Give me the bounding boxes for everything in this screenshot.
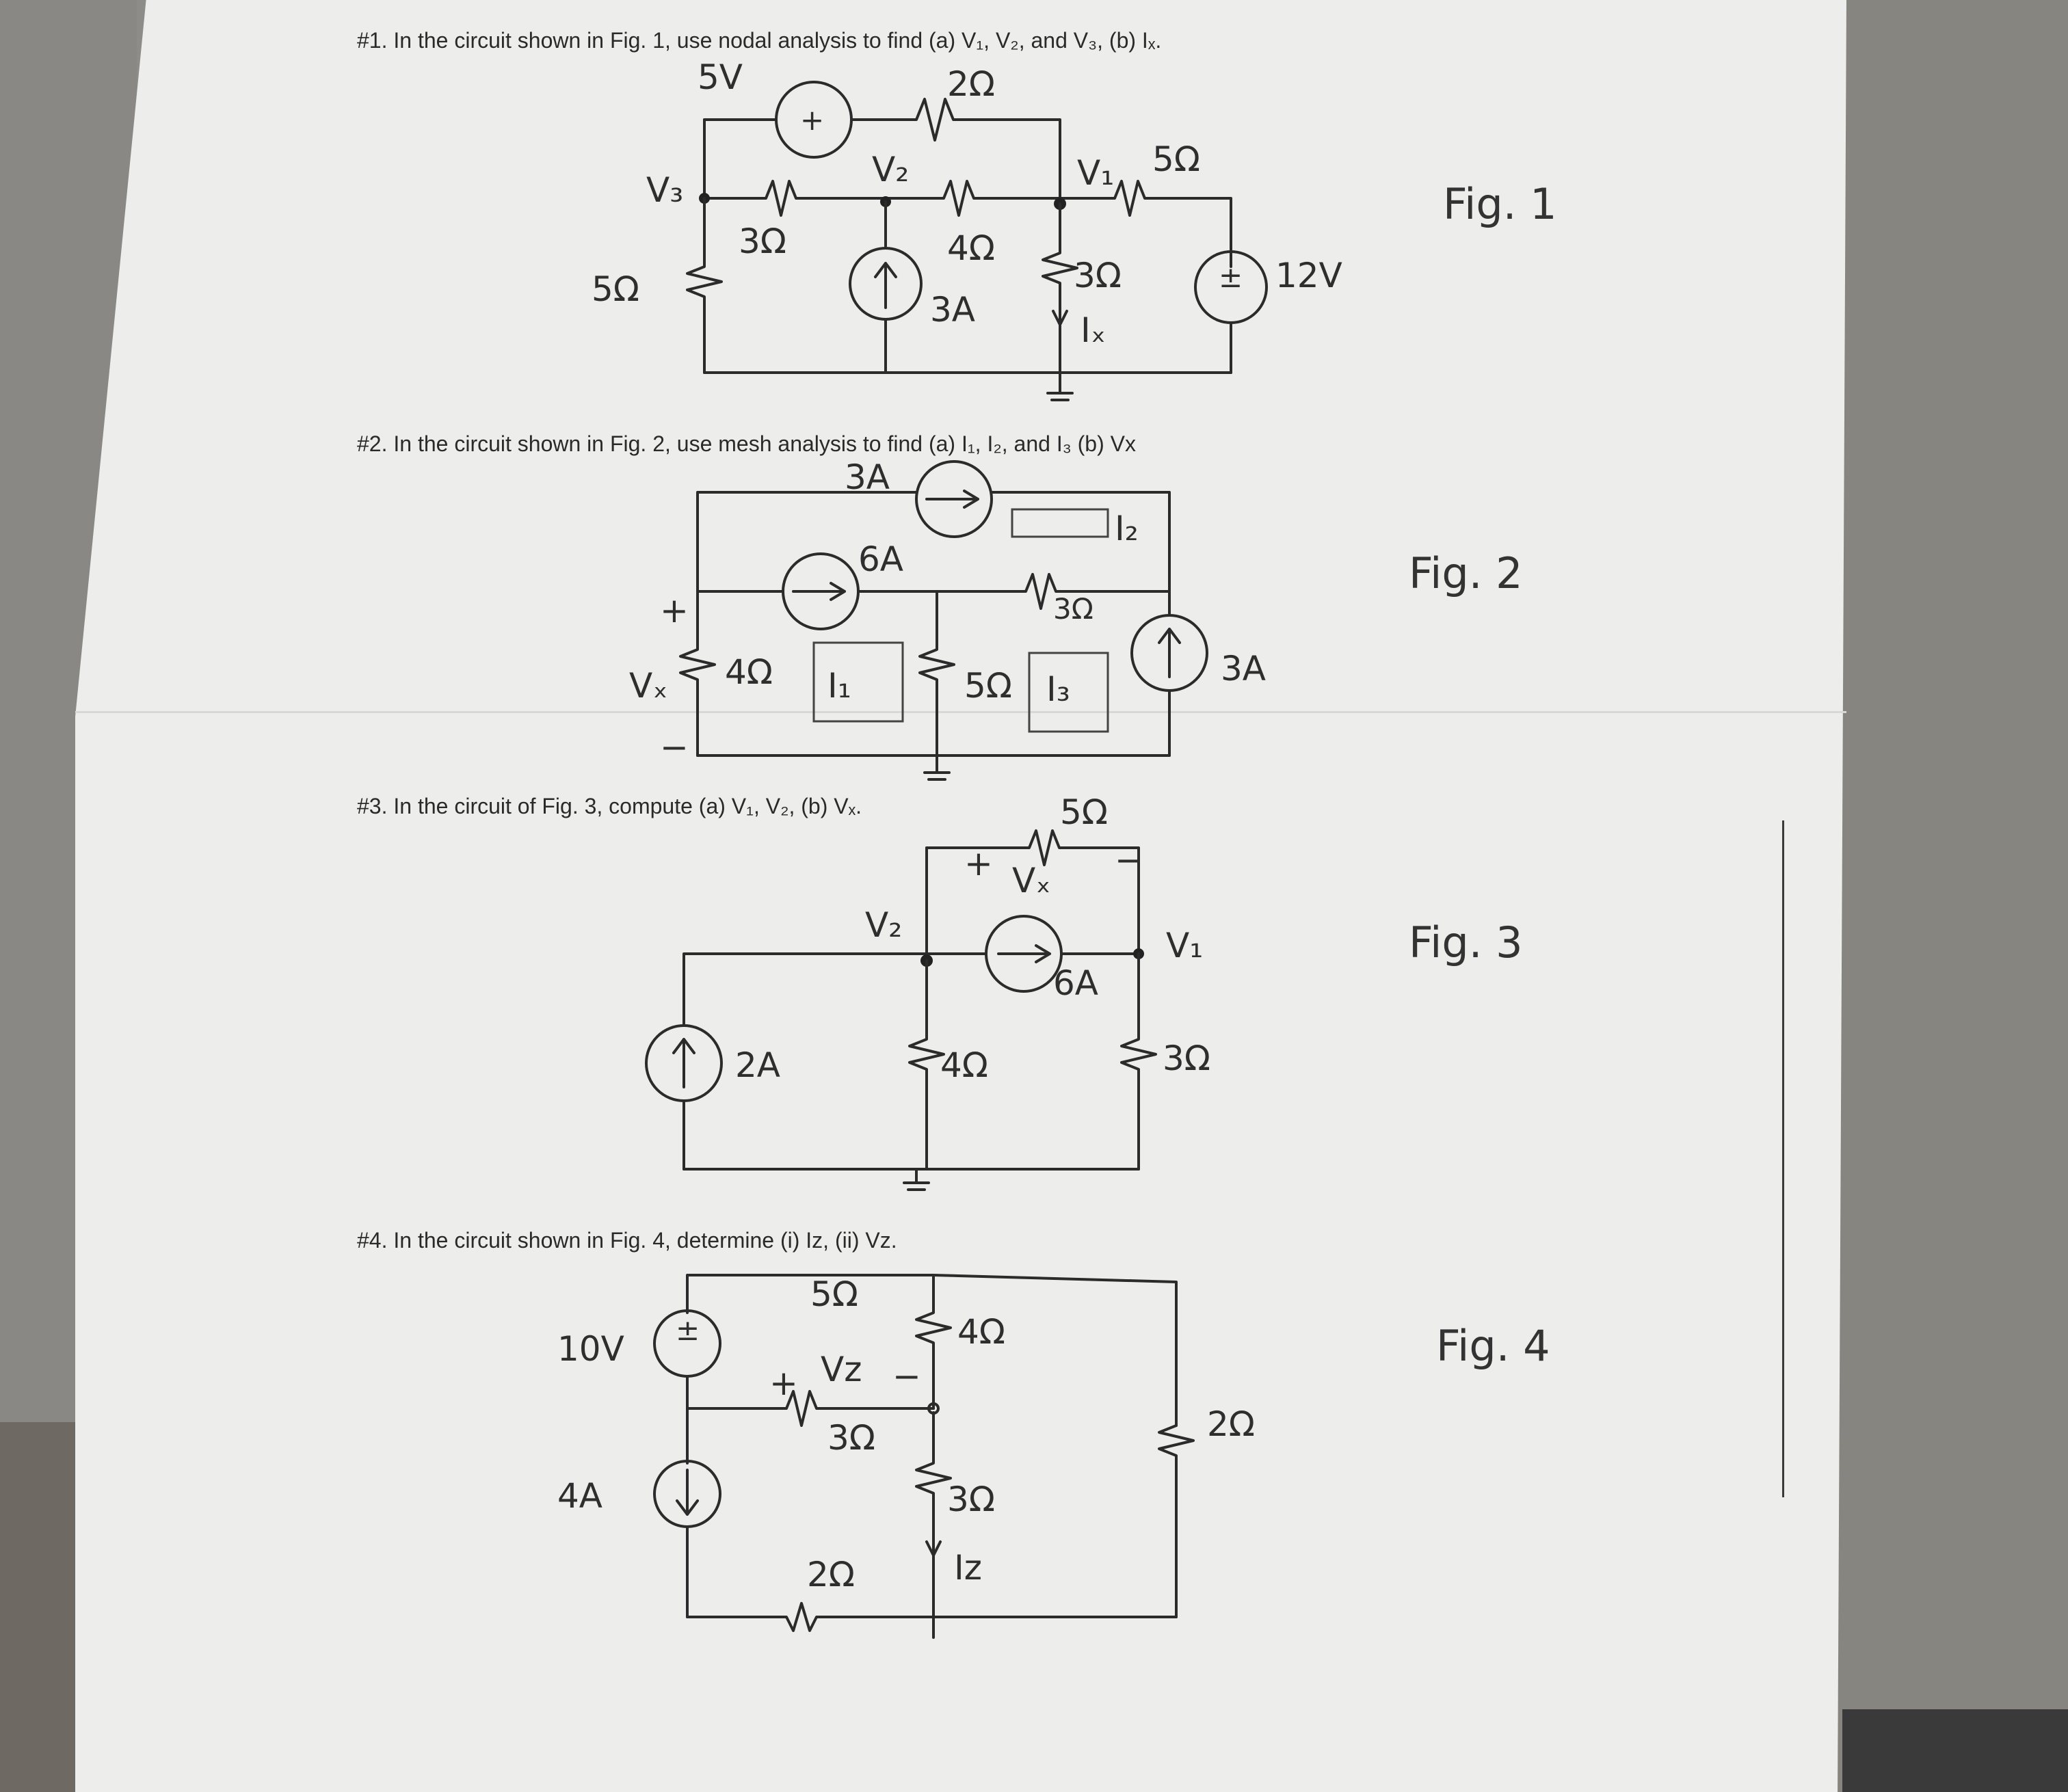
fig4-label-plus: + <box>769 1363 798 1403</box>
fig1-2ohm-resistor <box>850 98 972 142</box>
fig4-3ohm-mid-resistor <box>686 1390 935 1427</box>
fig2-label-3a-top: 3A <box>845 457 890 497</box>
fig2-3a-right-source <box>1130 614 1208 692</box>
fig1-5ohm-resistor <box>1059 180 1232 268</box>
svg-text:±: ± <box>1219 260 1243 294</box>
fig2-6a-source <box>782 552 860 630</box>
fig3-label-6a: 6A <box>1053 963 1098 1003</box>
svg-text:+: + <box>800 103 824 137</box>
fig1-5ohm-left-resistor <box>686 197 723 374</box>
fig4-label-4ohm: 4Ω <box>957 1312 1005 1352</box>
fig4-label-minus: − <box>892 1356 921 1396</box>
fig1-label-v2: V₂ <box>872 150 909 189</box>
fig3-5ohm-resistor <box>925 829 1140 955</box>
fig-2-label: Fig. 2 <box>1409 548 1523 598</box>
fig2-label-minus: − <box>660 727 689 767</box>
fig-4-circuit: ± 5Ω 4Ω 10V + Vz − 3Ω 2Ω 4A 3Ω 2Ω Iz <box>557 1274 1255 1639</box>
fig3-label-5ohm: 5Ω <box>1060 792 1108 832</box>
fig2-mesh-i2-marker <box>1011 508 1109 538</box>
fig3-label-v1: V₁ <box>1166 926 1203 965</box>
fig4-label-2ohm-bottom: 2Ω <box>807 1555 855 1594</box>
worksheet-paper <box>75 0 1846 1792</box>
fig1-label-5v: 5V <box>698 57 743 97</box>
problem-2-text: #2. In the circuit shown in Fig. 2, use … <box>357 431 1136 456</box>
fig-1-label: Fig. 1 <box>1443 179 1557 229</box>
fig4-2ohm-right-resistor <box>1158 1424 1195 1618</box>
fig-2-circuit: 3A I₂ 6A 3Ω + Vₓ − 4Ω I₁ 5Ω I₃ 3A <box>629 457 1266 781</box>
fig2-mesh-i3-marker <box>1028 652 1109 733</box>
fig1-ground-wire <box>703 371 1232 401</box>
fig1-label-3a: 3A <box>930 290 975 330</box>
fig4-label-10v: 10V <box>557 1329 624 1369</box>
fig-3-label: Fig. 3 <box>1409 918 1523 967</box>
fig2-label-i3: I₃ <box>1046 669 1070 709</box>
paper-fold-crease <box>75 711 1846 713</box>
fig2-label-6a: 6A <box>858 539 903 579</box>
fig2-label-plus: + <box>660 591 689 630</box>
fig-3-circuit: 5Ω + Vₓ − V₂ V₁ 6A 2A 4Ω 3Ω <box>645 792 1210 1191</box>
fig-1-circuit: + ± 5V 2Ω V₃ V₂ V₁ 5Ω 3Ω 4Ω 3Ω 12V 5Ω 3A… <box>592 57 1342 401</box>
problem-3-text: #3. In the circuit of Fig. 3, compute (a… <box>357 794 862 818</box>
fig-4-label: Fig. 4 <box>1436 1321 1550 1371</box>
fig4-label-4a: 4A <box>557 1476 602 1516</box>
desk-background-bottom-right <box>1842 1709 2068 1792</box>
problem-1-text: #1. In the circuit shown in Fig. 1, use … <box>357 28 1161 53</box>
fig3-ground-wire <box>682 1168 1140 1191</box>
problem-4-text: #4. In the circuit shown in Fig. 4, dete… <box>357 1228 897 1253</box>
svg-text:±: ± <box>676 1313 700 1347</box>
fig4-top-wire <box>686 1274 1178 1427</box>
fig2-mesh-i1-marker <box>812 641 904 723</box>
fig2-label-i1: I₁ <box>827 666 851 706</box>
fig2-top-wire <box>696 491 1171 596</box>
fig4-2ohm-bottom-resistor <box>686 1602 1178 1632</box>
fig1-label-3ohm-shunt: 3Ω <box>1074 256 1122 295</box>
fig4-label-vz: Vz <box>821 1350 862 1389</box>
fig1-label-5ohm-right: 5Ω <box>1152 139 1200 179</box>
fig2-label-3a-right: 3A <box>1221 649 1266 688</box>
fig4-3ohm-lower-resistor <box>915 1411 952 1618</box>
fig3-3ohm-resistor <box>1120 952 1157 1171</box>
vertical-pen-line <box>1782 820 1784 1497</box>
fig2-label-i2: I₂ <box>1115 509 1139 548</box>
fig4-label-2ohm-right: 2Ω <box>1207 1404 1255 1444</box>
fig1-label-3ohm-left: 3Ω <box>739 222 786 261</box>
fig1-top-wire <box>703 118 1061 206</box>
fig1-label-12v: 12V <box>1275 256 1342 295</box>
fig3-label-3ohm: 3Ω <box>1163 1039 1210 1078</box>
desk-background-right <box>1835 0 2068 1792</box>
fig4-label-3ohm-mid: 3Ω <box>827 1418 875 1458</box>
fig3-label-vx: Vₓ <box>1012 861 1050 900</box>
fig4-4ohm-resistor <box>915 1274 952 1410</box>
fig2-label-4ohm: 4Ω <box>725 652 773 692</box>
fig4-label-5ohm: 5Ω <box>810 1274 858 1314</box>
fig4-label-iz: Iz <box>954 1548 982 1588</box>
fig2-label-vx: Vₓ <box>629 666 667 706</box>
fig3-label-plus: + <box>964 844 993 883</box>
fig2-3a-top-source <box>915 460 993 538</box>
fig1-label-v3: V₃ <box>646 170 683 210</box>
fig3-6a-source <box>985 915 1063 993</box>
fig1-label-v1: V₁ <box>1077 153 1114 193</box>
fig1-3ohm-shunt-resistor <box>1042 202 1078 374</box>
fig2-label-3ohm: 3Ω <box>1053 592 1093 626</box>
fig1-label-ix: Iₓ <box>1081 310 1106 350</box>
fig4-label-3ohm-lower: 3Ω <box>947 1480 995 1519</box>
fig2-5ohm-resistor <box>918 590 955 757</box>
fig3-label-v2: V₂ <box>865 905 902 945</box>
fig2-ground-wire <box>696 754 1171 781</box>
fig2-middle-wire <box>696 573 1171 610</box>
fig3-label-4ohm: 4Ω <box>940 1045 988 1085</box>
fig3-label-2a: 2A <box>735 1045 780 1085</box>
fig1-label-4ohm: 4Ω <box>947 228 995 268</box>
fig2-4ohm-resistor <box>679 590 716 757</box>
fig2-label-5ohm: 5Ω <box>964 666 1012 706</box>
fig1-label-5ohm-left: 5Ω <box>592 269 639 309</box>
fig3-4ohm-resistor <box>908 959 945 1171</box>
fig3-label-minus: − <box>1115 840 1143 880</box>
fig1-label-2ohm: 2Ω <box>947 64 995 104</box>
fig3-left-top-wire <box>682 952 928 1027</box>
